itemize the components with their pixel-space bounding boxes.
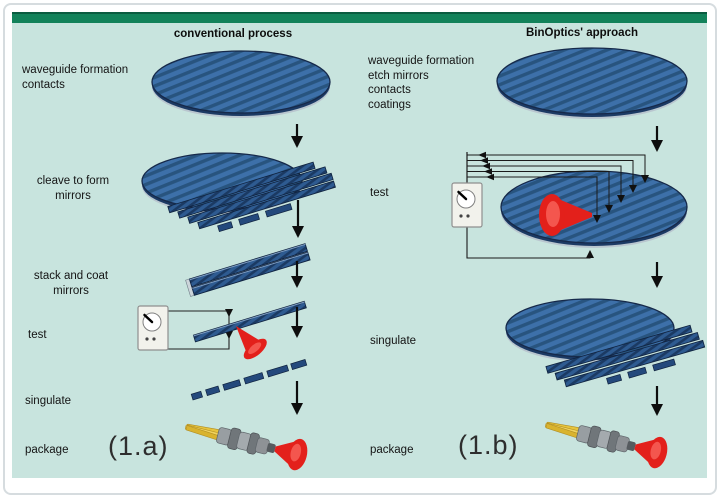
left-wafer-icon — [151, 50, 331, 118]
left-fiber-package-icon — [181, 410, 311, 473]
right-column-header: BinOptics' approach — [525, 27, 638, 39]
label-stack-and-coat-mirrors: stack and coat mirrors — [33, 270, 109, 297]
multimeter-icon — [136, 304, 170, 352]
multimeter-icon — [450, 181, 484, 229]
right-wafer-icon — [496, 47, 688, 119]
laser-beam-icon — [236, 326, 267, 360]
right-test-illustration — [450, 151, 688, 259]
laser-beam-icon — [539, 194, 592, 236]
label-test-left: test — [28, 329, 47, 341]
banner — [12, 12, 707, 23]
figure-tag-1a: (1.a) — [108, 431, 169, 461]
left-cleave-icon — [141, 152, 336, 232]
label-package-right: package — [370, 444, 414, 456]
label-test-right: test — [370, 187, 389, 199]
left-singulate-icon — [190, 359, 308, 401]
right-fiber-package-icon — [541, 408, 671, 471]
label-singulate-left: singulate — [25, 395, 72, 407]
right-singulate-icon — [505, 298, 706, 388]
left-column-header: conventional process — [173, 28, 293, 40]
label-package-left: package — [25, 444, 69, 456]
left-test-illustration — [136, 300, 307, 360]
label-waveguide-etch-contacts-coatings: waveguide formation etch mirrors contact… — [368, 55, 475, 111]
figure-tag-1b: (1.b) — [458, 430, 519, 460]
left-stack-icon — [185, 243, 311, 297]
label-waveguide-formation-contacts: waveguide formation contacts — [22, 64, 129, 91]
label-cleave-to-form-mirrors: cleave to form mirrors — [36, 175, 110, 202]
label-singulate-right: singulate — [370, 335, 417, 347]
